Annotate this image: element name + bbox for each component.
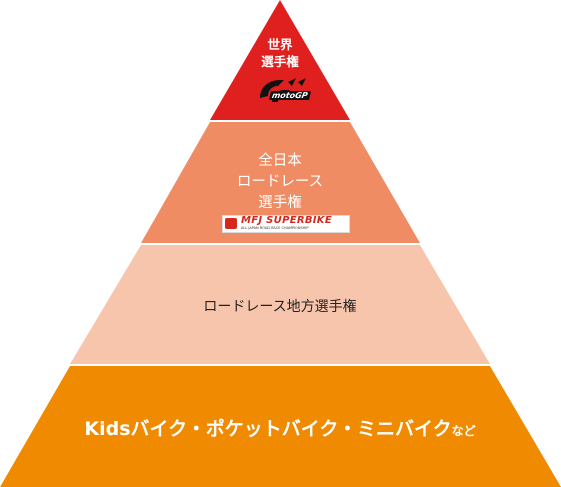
- tier-kids-shape: [0, 366, 561, 487]
- tier-world-line-1: 世界: [267, 37, 293, 52]
- tier-regional-shape: [70, 245, 490, 364]
- tier-kids-label: Kidsバイク・ポケットバイク・ミニバイクなど: [30, 414, 530, 441]
- tier-national-label: 全日本 ロードレース 選手権: [200, 151, 360, 214]
- tier-world-shape: [210, 0, 350, 120]
- motogp-wordmark: motoGP: [269, 91, 311, 100]
- tier-national-line-1: 全日本: [258, 153, 302, 169]
- tier-world-line-2: 選手権: [261, 54, 299, 69]
- tier-national-line-2: ロードレース: [236, 174, 324, 190]
- mfj-emblem-icon: [225, 218, 237, 229]
- tier-national-line-3: 選手権: [258, 195, 302, 211]
- tier-national-shape: [141, 122, 420, 243]
- mfj-subtitle: ALL JAPAN ROAD RACE CHAMPIONSHIP: [241, 226, 309, 230]
- tier-kids-suffix: など: [451, 424, 476, 438]
- tier-kids-main: Kidsバイク・ポケットバイク・ミニバイク: [84, 418, 452, 440]
- tier-world-label: 世界 選手権: [230, 36, 330, 70]
- mfj-superbike-logo: MFJ SUPERBIKE ALL JAPAN ROAD RACE CHAMPI…: [222, 215, 350, 233]
- tier-regional-label: ロードレース地方選手権: [203, 299, 357, 315]
- mfj-title: MFJ SUPERBIKE: [241, 215, 332, 226]
